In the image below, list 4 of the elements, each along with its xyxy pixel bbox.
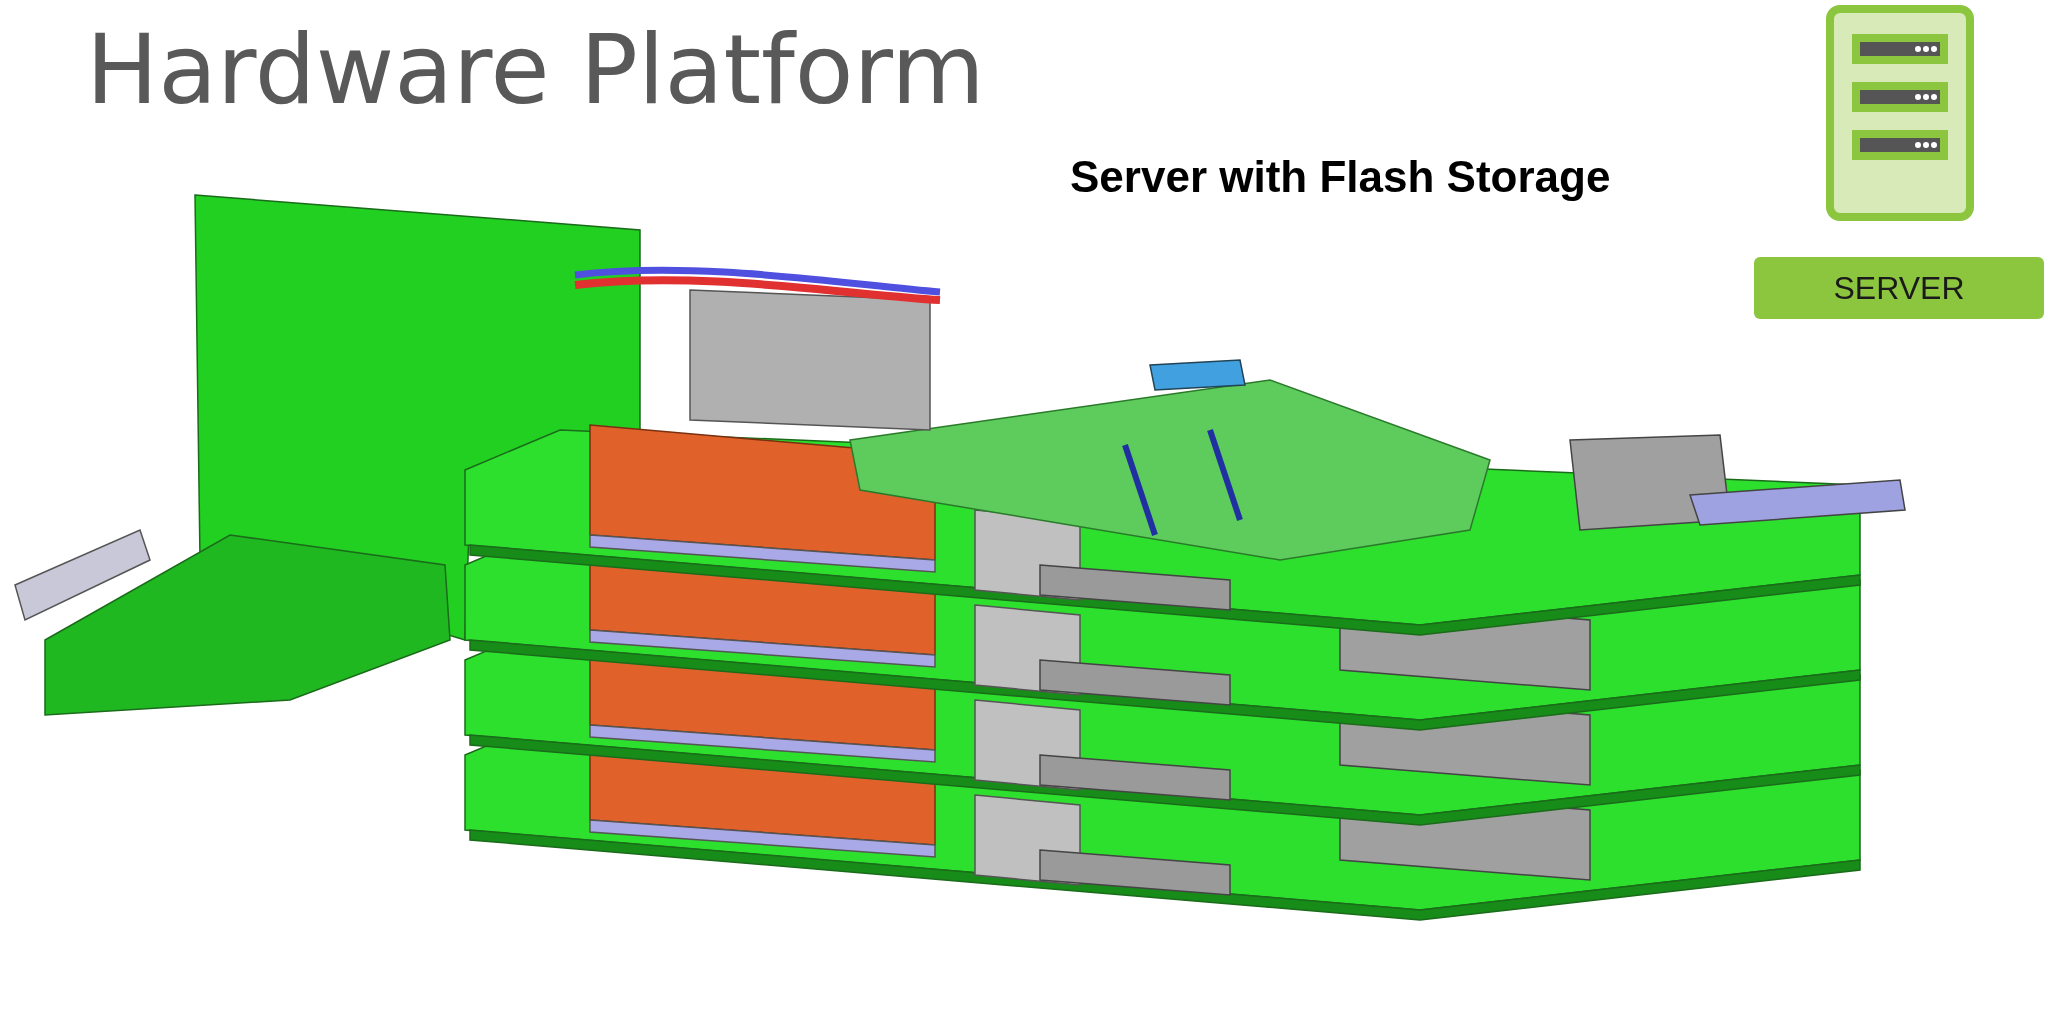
label-tag — [1754, 257, 2044, 319]
subtitle: Server with Flash Storage — [1070, 152, 1611, 202]
slide-title: Hardware Platform — [86, 14, 985, 126]
tag-text: SERVER — [1833, 269, 1965, 307]
